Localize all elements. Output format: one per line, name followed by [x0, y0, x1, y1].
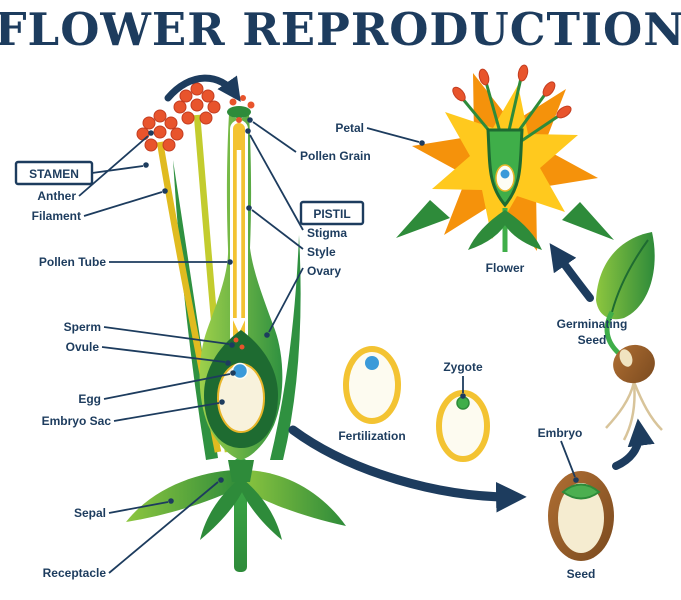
label-egg: Egg	[78, 392, 101, 406]
flower-sepal-left	[468, 210, 508, 250]
pistil-label-box	[299, 200, 365, 226]
label-fertilization: Fertilization	[338, 429, 405, 443]
stigma-part	[227, 106, 251, 118]
sperm-part-2	[239, 344, 245, 350]
arrow-germination-to-flower	[549, 243, 594, 302]
arrow-seed-to-germination	[612, 418, 655, 470]
label-sperm: Sperm	[64, 320, 101, 334]
label-flower: Flower	[486, 261, 525, 275]
receptacle-part	[228, 460, 254, 482]
leader-pollen-grain	[252, 121, 297, 153]
label-germinating-seed-2: Seed	[578, 333, 607, 347]
label-stigma: Stigma	[307, 226, 347, 240]
leader-petal	[366, 127, 420, 143]
label-embryo-sac: Embryo Sac	[42, 414, 112, 428]
sepal-inner-left	[200, 478, 244, 540]
label-filament: Filament	[32, 209, 81, 223]
roots	[605, 381, 663, 441]
anther-cluster-2	[173, 82, 221, 125]
flower-anthers	[452, 64, 572, 119]
leader-ovary	[268, 267, 304, 333]
sepal-right	[240, 470, 346, 526]
flower-leaf-right	[562, 202, 614, 240]
fertilization-cell	[343, 346, 401, 424]
embryo-part	[561, 483, 601, 500]
label-ovule: Ovule	[66, 340, 100, 354]
flower-cross-section	[126, 82, 346, 572]
flower-illustration	[396, 64, 614, 252]
flower-leaf-left	[396, 200, 450, 238]
label-sepal: Sepal	[74, 506, 106, 520]
label-petal: Petal	[335, 121, 364, 135]
leader-stigma	[249, 134, 304, 231]
seed-illustration	[548, 471, 614, 561]
sperm-part	[233, 337, 239, 343]
label-style: Style	[307, 245, 336, 259]
seed-opening	[619, 349, 633, 367]
anther-cluster-1	[136, 109, 184, 152]
arrow-ovary-to-seed	[288, 425, 527, 513]
growth-arrow-head	[232, 318, 246, 333]
leader-embryo	[560, 440, 576, 478]
leader-egg	[103, 373, 231, 400]
arrow-pollination	[164, 74, 241, 102]
leaf-vein	[611, 239, 649, 313]
label-receptacle: Receptacle	[43, 566, 107, 580]
leader-stamen	[91, 165, 144, 174]
sepal-inner-right	[240, 478, 282, 540]
label-seed: Seed	[567, 567, 596, 581]
fertilization-egg	[365, 356, 379, 370]
label-embryo: Embryo	[538, 426, 583, 440]
leader-style	[251, 209, 304, 250]
label-zygote: Zygote	[443, 360, 483, 374]
flower-sepal-right	[502, 210, 542, 250]
leader-sepal	[108, 501, 169, 514]
label-ovary: Ovary	[307, 264, 341, 278]
label-pollen-tube: Pollen Tube	[39, 255, 106, 269]
label-stamen: STAMEN	[29, 167, 79, 181]
leader-anther	[78, 135, 149, 197]
stamen-label-box	[14, 160, 94, 186]
label-germinating-seed-1: Germinating	[557, 317, 628, 331]
blade-leaf-right	[270, 235, 301, 460]
flower-egg	[500, 169, 510, 179]
leader-ovule	[101, 346, 226, 363]
germinating-seed-illustration	[596, 232, 663, 441]
leader-receptacle	[108, 481, 219, 574]
leader-filament	[83, 191, 163, 217]
label-pistil: PISTIL	[313, 207, 350, 221]
label-pollen-grain: Pollen Grain	[300, 149, 371, 163]
leader-lines	[78, 117, 579, 574]
sepal-left	[126, 470, 242, 522]
page-title: FLOWER REPRODUCTION	[0, 3, 681, 56]
leader-embryo-sac	[113, 402, 220, 422]
leader-sperm	[103, 326, 230, 345]
zygote-cell	[436, 390, 490, 462]
label-anther: Anther	[37, 189, 76, 203]
pollen-grains	[229, 95, 255, 123]
